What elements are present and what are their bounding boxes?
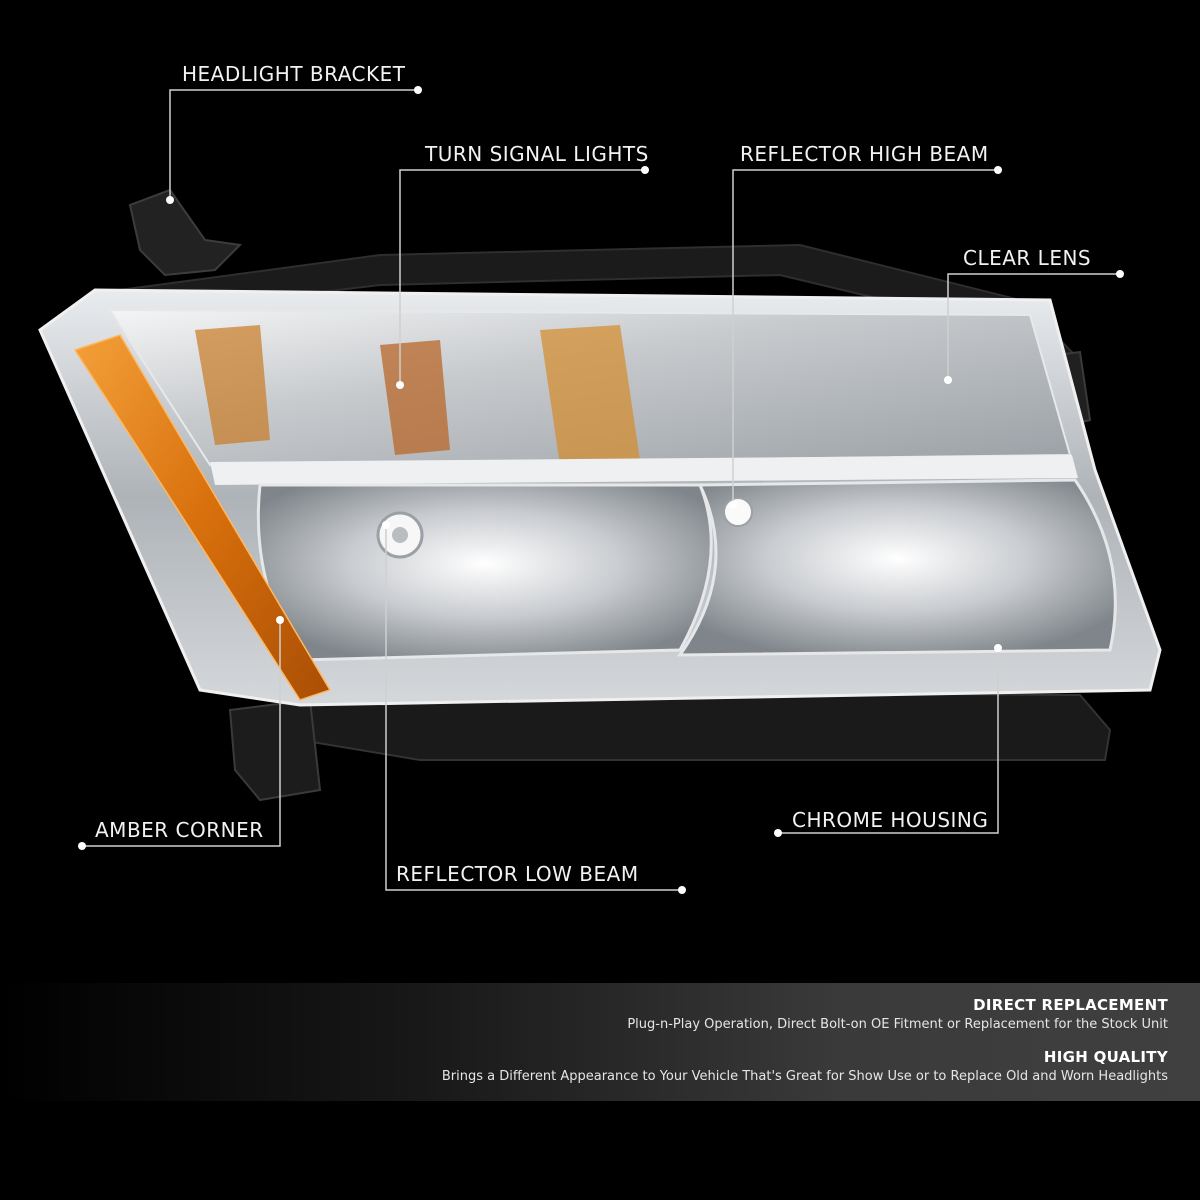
feature-info-panel: DIRECT REPLACEMENT Plug-n-Play Operation… bbox=[0, 983, 1200, 1101]
amber-corner-strip bbox=[73, 334, 332, 701]
high-beam-reflector bbox=[677, 478, 1117, 657]
callout-chrome-housing: CHROME HOUSING bbox=[792, 808, 989, 832]
feature-title: DIRECT REPLACEMENT bbox=[973, 996, 1168, 1014]
callout-clear-lens: CLEAR LENS bbox=[963, 246, 1092, 270]
low-beam-reflector bbox=[256, 483, 713, 662]
turn-signal-amber bbox=[195, 325, 640, 465]
callout-headlight-bracket: HEADLIGHT BRACKET bbox=[182, 62, 406, 86]
feature-title: HIGH QUALITY bbox=[1043, 1048, 1168, 1066]
lower-mount-bracket bbox=[228, 688, 1112, 802]
callout-leaders bbox=[82, 89, 1120, 891]
chrome-divider bbox=[210, 455, 1078, 485]
feature-description: Brings a Different Appearance to Your Ve… bbox=[441, 1069, 1168, 1084]
callout-amber-corner: AMBER CORNER bbox=[95, 818, 264, 842]
callout-reflector-high-beam: REFLECTOR HIGH BEAM bbox=[740, 142, 989, 166]
callout-turn-signal-lights: TURN SIGNAL LIGHTS bbox=[425, 142, 649, 166]
feature-description: Plug-n-Play Operation, Direct Bolt-on OE… bbox=[627, 1017, 1168, 1032]
callout-dots bbox=[78, 86, 1124, 894]
callout-reflector-low-beam: REFLECTOR LOW BEAM bbox=[396, 862, 639, 886]
